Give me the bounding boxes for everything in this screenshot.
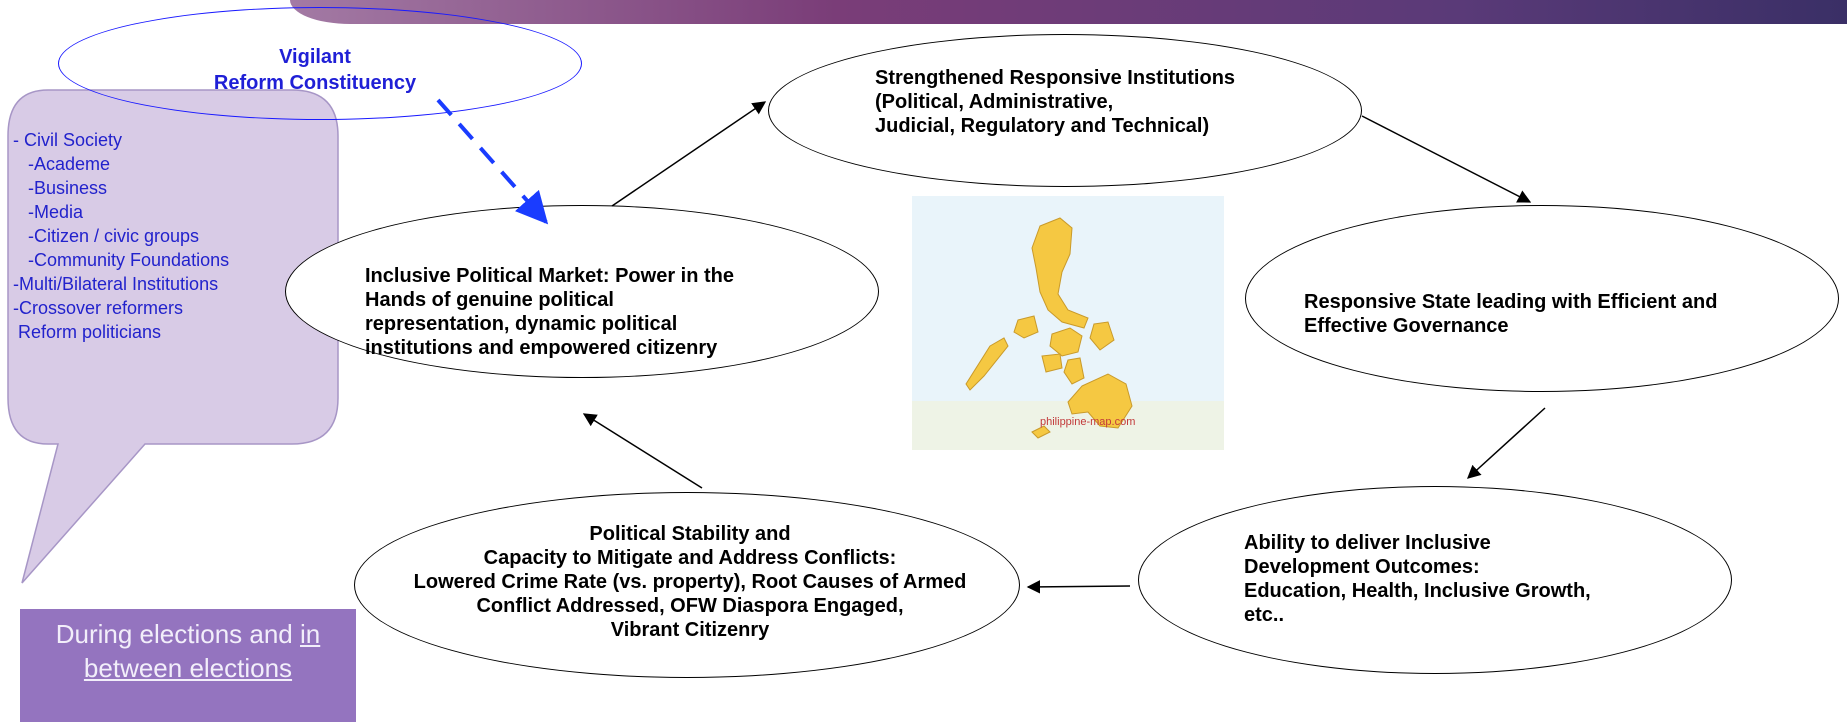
node-text-line: Inclusive Political Market: Power in the <box>365 265 734 287</box>
node-institutions <box>768 34 1362 187</box>
arrow-institutions-to-state <box>1361 115 1532 203</box>
node-text-line: etc.. <box>1244 604 1285 626</box>
node-text-line: Political Stability and <box>589 523 791 545</box>
visayas-island <box>1049 327 1083 357</box>
arrow-market-to-institutions <box>611 101 767 207</box>
arrow-development-to-stability <box>1026 580 1131 594</box>
vigilant-line: Vigilant <box>279 46 351 68</box>
node-text-line: Conflict Addressed, OFW Diaspora Engaged… <box>476 595 904 617</box>
constituency-list: - Civil Society -Academe -Business -Medi… <box>13 128 229 344</box>
philippines-map: philippine-map.com <box>912 196 1224 450</box>
luzon-island <box>1031 217 1089 329</box>
node-responsive-state-text: Responsive State leading with Efficient … <box>1304 290 1717 338</box>
palawan-island <box>965 337 1009 391</box>
vigilant-label: Vigilant Reform Constituency <box>150 44 480 96</box>
node-responsive-state <box>1245 205 1839 392</box>
node-development-text: Ability to deliver Inclusive Development… <box>1244 531 1591 627</box>
node-text-line: Strengthened Responsive Institutions <box>875 67 1236 89</box>
node-text-line: Education, Health, Inclusive Growth, <box>1244 580 1591 602</box>
election-text-underlined: in <box>300 619 321 649</box>
mindanao-island <box>1067 373 1133 429</box>
sulu-islands <box>1031 425 1051 439</box>
samar-island <box>1089 321 1115 351</box>
list-item: - Civil Society <box>13 130 123 150</box>
election-text: During elections and <box>55 619 300 649</box>
election-box: During elections and in between election… <box>20 609 356 722</box>
list-item: -Multi/Bilateral Institutions <box>13 274 219 294</box>
list-item: -Media <box>13 202 84 222</box>
arrow-vigilant-to-market <box>436 98 549 225</box>
list-item: -Business <box>13 178 108 198</box>
list-item: -Academe <box>13 154 111 174</box>
vigilant-line: Reform Constituency <box>213 72 417 94</box>
philippines-map-graphic <box>912 217 1224 450</box>
arrow-stability-to-market <box>582 413 703 489</box>
node-text-line: Responsive State leading with Efficient … <box>1304 291 1718 313</box>
node-text-line: Vibrant Citizenry <box>610 619 770 641</box>
node-political-market <box>285 205 879 378</box>
node-text-line: Capacity to Mitigate and Address Conflic… <box>483 547 897 569</box>
negros-island <box>1063 357 1085 385</box>
list-item: -Community Foundations <box>13 250 230 270</box>
node-stability-text: Political Stability and Capacity to Miti… <box>365 522 1015 642</box>
node-political-market-text: Inclusive Political Market: Power in the… <box>365 264 734 360</box>
node-institutions-text: Strengthened Responsive Institutions (Po… <box>875 66 1235 138</box>
node-text-line: Judicial, Regulatory and Technical) <box>875 115 1210 137</box>
map-islands <box>965 217 1133 439</box>
node-stability <box>354 492 1020 678</box>
list-item: Reform politicians <box>13 322 162 342</box>
election-text-underlined: between elections <box>83 653 293 683</box>
node-text-line: Development Outcomes: <box>1244 556 1480 578</box>
list-item: -Crossover reformers <box>13 298 184 318</box>
node-text-line: representation, dynamic political <box>365 313 678 335</box>
node-text-line: Effective Governance <box>1304 315 1509 337</box>
node-text-line: Lowered Crime Rate (vs. property), Root … <box>413 571 967 593</box>
node-text-line: Hands of genuine political <box>365 289 614 311</box>
arrow-state-to-development <box>1467 407 1546 479</box>
list-item: -Citizen / civic groups <box>13 226 200 246</box>
panay-island <box>1041 353 1063 373</box>
map-watermark: philippine-map.com <box>1040 416 1136 428</box>
node-text-line: Ability to deliver Inclusive <box>1244 532 1491 554</box>
vigilant-ellipse <box>58 7 582 120</box>
header-banner <box>290 0 1847 24</box>
map-land-strip <box>912 401 1224 450</box>
node-text-line: institutions and empowered citizenry <box>365 337 718 359</box>
node-text-line: (Political, Administrative, <box>875 91 1114 113</box>
node-development <box>1138 486 1732 674</box>
mindoro-island <box>1013 315 1039 339</box>
